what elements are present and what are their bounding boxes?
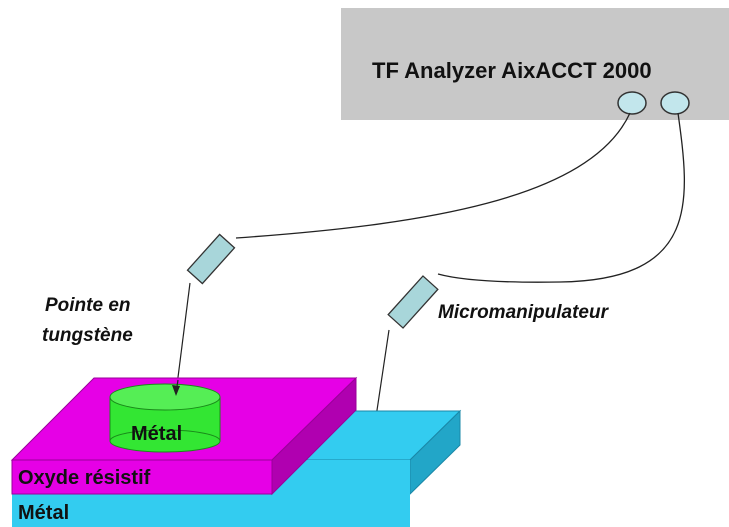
metal-bottom-front-face — [12, 494, 410, 527]
connector-left-icon — [617, 91, 647, 115]
cable-left — [235, 112, 631, 239]
top-electrode-label: Métal — [131, 423, 182, 445]
oxide-layer: Oxyde résistif — [10, 376, 358, 496]
cable-right — [437, 112, 686, 283]
probe-label: Pointe en tungstène — [42, 295, 136, 346]
oxide-label: Oxyde résistif — [18, 467, 151, 489]
instrument-box: TF Analyzer AixACCT 2000 — [341, 8, 729, 120]
probe-tungsten-arrowhead-front — [172, 385, 180, 396]
probe-micromanipulator-body — [387, 275, 439, 329]
probe-tungsten-body — [186, 233, 236, 285]
metal-bottom-layer: Métal — [12, 409, 462, 527]
probe-label-line1: Pointe en — [45, 295, 131, 316]
top-electrode: Métal — [109, 383, 221, 453]
probe-label-line2: tungstène — [42, 325, 133, 346]
probe-tungsten-needle — [175, 282, 191, 394]
instrument-title: TF Analyzer AixACCT 2000 — [372, 58, 652, 83]
probe-micromanipulator — [368, 275, 439, 440]
top-electrode-top — [109, 383, 221, 411]
probe-tungsten — [172, 233, 236, 396]
connector-right-icon — [660, 91, 690, 115]
metal-bottom-label: Métal — [18, 502, 69, 524]
micromanipulator-label: Micromanipulateur — [438, 302, 610, 323]
oxide-front-face — [11, 459, 273, 495]
